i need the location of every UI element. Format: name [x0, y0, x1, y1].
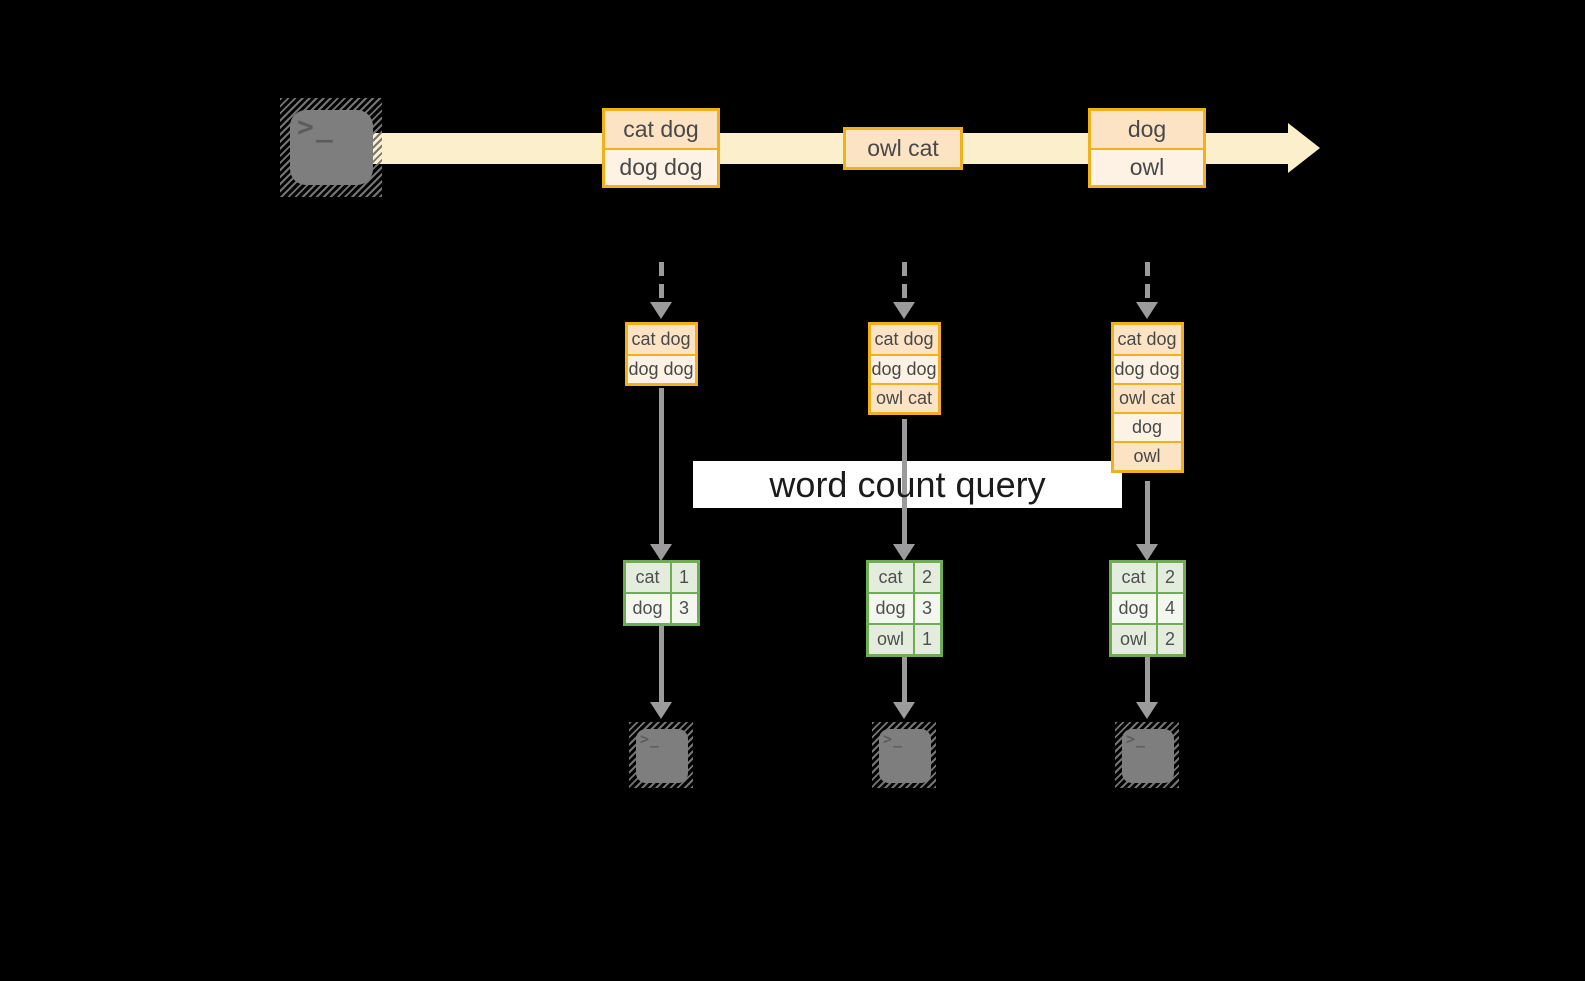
- terminal-body: [290, 110, 373, 185]
- batch-row: dog dog: [605, 148, 717, 185]
- input-row: cat dog: [870, 325, 938, 354]
- stream-batch-3: dog owl: [1088, 108, 1206, 188]
- input-stack-2: cat dog dog dog owl cat: [867, 322, 941, 415]
- batch-row: cat dog: [605, 111, 717, 148]
- table-cell-count: 4: [1157, 594, 1183, 623]
- query-arrowhead-2: [893, 544, 915, 561]
- input-row: owl: [1113, 441, 1181, 470]
- result-table-1: cat 1 dog 3: [622, 560, 700, 626]
- terminal-prompt-glyph: >_: [297, 110, 335, 143]
- source-terminal-icon: >_: [280, 98, 382, 197]
- batch-row: owl cat: [846, 130, 960, 167]
- output-arrowhead-2: [893, 702, 915, 719]
- sink-terminal-icon-1: >_: [629, 722, 693, 788]
- query-arrow-line-2: [901, 419, 907, 544]
- batch-row: dog: [1091, 111, 1203, 148]
- terminal-body: [879, 729, 931, 783]
- input-stack-1: cat dog dog dog: [624, 322, 698, 386]
- input-row: owl cat: [1113, 383, 1181, 412]
- table-cell-word: cat: [868, 563, 913, 592]
- input-row: dog dog: [1113, 354, 1181, 383]
- table-cell-word: owl: [1111, 625, 1156, 654]
- query-label-background: [693, 461, 1122, 508]
- table-cell-count: 2: [914, 563, 940, 592]
- ingest-arrow-line-1: [658, 262, 664, 304]
- table-cell-word: cat: [1111, 563, 1156, 592]
- input-row: dog dog: [870, 354, 938, 383]
- query-arrow-line-3: [1144, 481, 1150, 544]
- input-row: cat dog: [1113, 325, 1181, 354]
- table-cell-count: 1: [914, 625, 940, 654]
- result-table-2: cat 2 dog 3 owl 1: [865, 560, 943, 657]
- ingest-arrowhead-1: [650, 302, 672, 319]
- input-row: cat dog: [627, 325, 695, 354]
- ingest-arrow-line-2: [901, 262, 907, 304]
- table-cell-word: dog: [1111, 594, 1156, 623]
- query-arrowhead-3: [1136, 544, 1158, 561]
- result-table-3: cat 2 dog 4 owl 2: [1108, 560, 1186, 657]
- sink-terminal-icon-3: >_: [1115, 722, 1179, 788]
- query-arrow-line-1: [658, 388, 664, 544]
- table-cell-count: 2: [1157, 625, 1183, 654]
- output-arrow-line-1: [658, 626, 664, 702]
- stream-batch-2: owl cat: [843, 127, 963, 170]
- terminal-prompt-glyph: >_: [640, 730, 661, 748]
- input-row: dog: [1113, 412, 1181, 441]
- input-stack-3: cat dog dog dog owl cat dog owl: [1110, 322, 1184, 473]
- table-cell-word: cat: [625, 563, 670, 592]
- table-cell-word: dog: [868, 594, 913, 623]
- table-cell-count: 3: [671, 594, 697, 623]
- input-row: owl cat: [870, 383, 938, 412]
- input-row: dog dog: [627, 354, 695, 383]
- ingest-arrow-line-3: [1144, 262, 1150, 304]
- batch-row: owl: [1091, 148, 1203, 185]
- stream-batch-1: cat dog dog dog: [602, 108, 720, 188]
- stream-arrowhead-icon: [1288, 123, 1320, 173]
- query-arrowhead-1: [650, 544, 672, 561]
- table-cell-count: 1: [671, 563, 697, 592]
- table-cell-word: owl: [868, 625, 913, 654]
- output-arrowhead-3: [1136, 702, 1158, 719]
- terminal-body: [1122, 729, 1174, 783]
- output-arrow-line-2: [901, 657, 907, 702]
- table-cell-word: dog: [625, 594, 670, 623]
- terminal-prompt-glyph: >_: [1126, 730, 1147, 748]
- ingest-arrowhead-3: [1136, 302, 1158, 319]
- query-label: word count query: [769, 463, 1046, 505]
- table-cell-count: 3: [914, 594, 940, 623]
- table-cell-count: 2: [1157, 563, 1183, 592]
- sink-terminal-icon-2: >_: [872, 722, 936, 788]
- output-arrow-line-3: [1144, 657, 1150, 702]
- terminal-body: [636, 729, 688, 783]
- output-arrowhead-1: [650, 702, 672, 719]
- ingest-arrowhead-2: [893, 302, 915, 319]
- terminal-prompt-glyph: >_: [883, 730, 904, 748]
